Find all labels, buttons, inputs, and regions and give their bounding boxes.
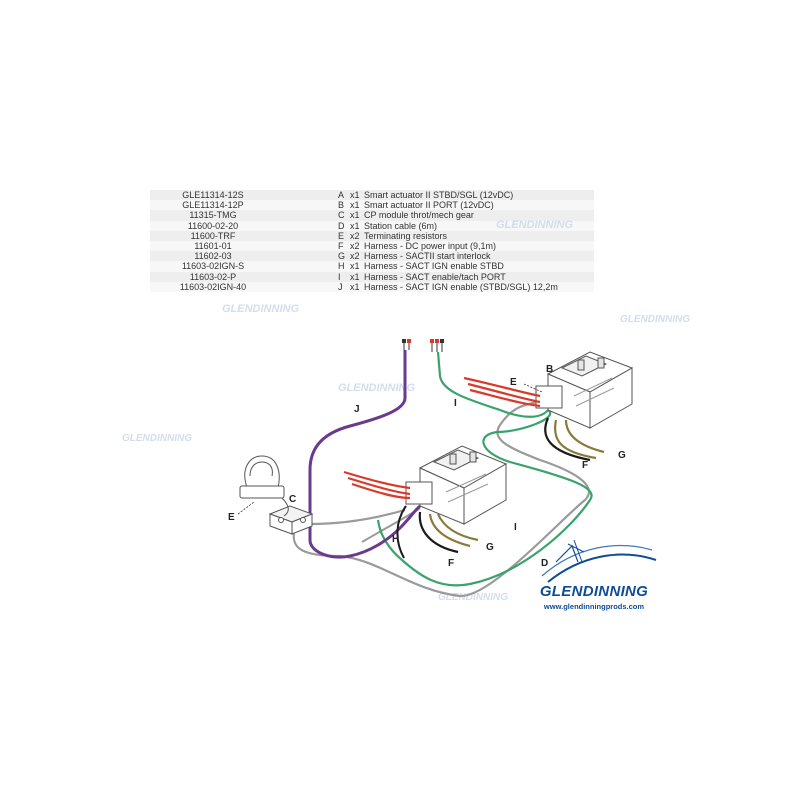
part-quantity: x1 <box>350 210 364 221</box>
actuator-b-wires <box>463 376 605 462</box>
actuator-a <box>405 445 508 525</box>
part-quantity: x1 <box>350 271 364 282</box>
watermark-text: GLENDINNING <box>438 592 508 603</box>
part-description: Station cable (6m) <box>364 220 594 231</box>
part-description: Smart actuator II STBD/SGL (12vDC) <box>364 190 594 201</box>
cp-module-c <box>268 505 314 535</box>
control-head <box>239 455 289 517</box>
label-i-top: I <box>454 398 457 409</box>
part-letter: F <box>334 241 350 252</box>
watermark-group: GLENDINNING GLENDINNING GLENDINNING GLEN… <box>122 219 690 603</box>
part-code: 11603-02-P <box>150 271 276 282</box>
harness-i <box>436 351 549 418</box>
part-code: 11603-02IGN-S <box>150 261 276 272</box>
part-quantity: x1 <box>350 190 364 201</box>
harness-j <box>308 350 421 559</box>
row-gap <box>276 230 334 242</box>
label-e-top: E <box>510 377 517 388</box>
part-description: Harness - DC power input (9,1m) <box>364 241 594 252</box>
row-gap <box>276 200 334 211</box>
label-f-bottom: F <box>448 558 454 569</box>
part-description: Harness - SACT enable/tach PORT <box>364 271 594 282</box>
part-code: 11603-02IGN-40 <box>150 281 276 293</box>
part-description: CP module throt/mech gear <box>364 210 594 221</box>
label-h: H <box>392 534 399 545</box>
brand-url: www.glendinningprods.com <box>543 602 645 611</box>
brand-logo-wave <box>541 539 657 583</box>
part-code: GLE11314-12P <box>150 200 276 211</box>
part-letter: D <box>334 220 350 231</box>
part-quantity: x2 <box>350 241 364 252</box>
brand-logo: GLENDINNING www.glendinningprods.com <box>534 583 654 611</box>
part-description: Harness - SACTII start interlock <box>364 251 594 262</box>
actuator-b <box>535 351 634 429</box>
part-description: Harness - SACT IGN enable STBD <box>364 261 594 272</box>
row-gap <box>276 190 334 201</box>
part-quantity: x1 <box>350 281 364 293</box>
part-quantity: x2 <box>350 251 364 262</box>
part-letter: A <box>334 190 350 201</box>
label-b: B <box>546 364 553 375</box>
part-description: Smart actuator II PORT (12vDC) <box>364 200 594 211</box>
part-description: Terminating resistors <box>364 230 594 242</box>
label-j: J <box>354 404 360 415</box>
label-d: D <box>541 558 548 569</box>
watermark-text: GLENDINNING <box>338 382 415 394</box>
row-gap <box>276 281 334 293</box>
label-e-left: E <box>228 512 235 523</box>
row-gap <box>276 241 334 252</box>
label-f-top: F <box>582 460 588 471</box>
watermark-text: GLENDINNING <box>496 219 573 231</box>
station-cable-d-branch <box>309 508 406 526</box>
part-letter: B <box>334 200 350 211</box>
part-letter: C <box>334 210 350 221</box>
part-quantity: x2 <box>350 230 364 242</box>
part-code: 11600-TRF <box>150 230 276 242</box>
part-letter: E <box>334 230 350 242</box>
part-letter: H <box>334 261 350 272</box>
row-gap <box>276 210 334 221</box>
row-gap <box>276 261 334 272</box>
label-g-bottom: G <box>486 542 494 553</box>
part-quantity: x1 <box>350 200 364 211</box>
terminal-lugs <box>402 339 444 343</box>
part-quantity: x1 <box>350 220 364 231</box>
part-code: 11602-03 <box>150 251 276 262</box>
part-letter: I <box>334 271 350 282</box>
row-gap <box>276 251 334 262</box>
watermark-text: GLENDINNING <box>122 433 192 444</box>
part-description: Harness - SACT IGN enable (STBD/SGL) 12,… <box>364 281 594 293</box>
brand-name: GLENDINNING <box>539 583 649 600</box>
harness-i <box>376 409 593 587</box>
label-i-bottom: I <box>514 522 517 533</box>
watermark-text: GLENDINNING <box>222 303 299 315</box>
part-code: GLE11314-12S <box>150 190 276 201</box>
actuator-a-wires <box>343 470 479 559</box>
part-quantity: x1 <box>350 261 364 272</box>
row-gap <box>276 220 334 231</box>
row-gap <box>276 271 334 282</box>
part-code: 11315-TMG <box>150 210 276 221</box>
part-letter: G <box>334 251 350 262</box>
label-c: C <box>289 494 296 505</box>
part-letter: J <box>334 281 350 293</box>
part-code: 11600-02-20 <box>150 220 276 231</box>
watermark-text: GLENDINNING <box>620 314 690 325</box>
part-code: 11601-01 <box>150 241 276 252</box>
label-g-top: G <box>618 450 626 461</box>
